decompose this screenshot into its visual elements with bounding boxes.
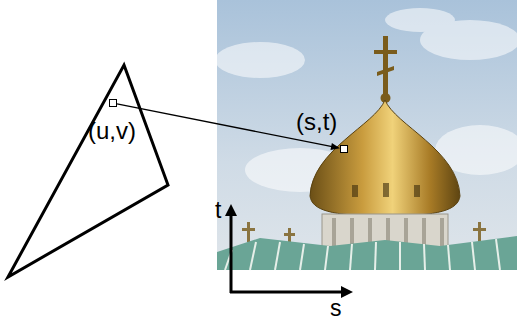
axis-label: s <box>330 297 342 320</box>
axis-arrowhead <box>341 286 353 298</box>
s-axis <box>230 291 343 294</box>
triangle-shape: (u,v) <box>8 65 170 280</box>
axes <box>225 204 353 298</box>
coordinate-label: (s,t) <box>296 109 337 135</box>
point-marker <box>109 99 117 107</box>
t-axis <box>230 214 233 293</box>
axis-arrowhead <box>225 204 237 216</box>
mapping-arrow <box>117 104 340 150</box>
coordinate-label: (u,v) <box>88 118 136 144</box>
arrowhead <box>330 143 340 150</box>
triangle-outline <box>8 65 170 280</box>
cross <box>374 36 397 103</box>
dome-windows <box>352 183 420 197</box>
triangle-outline <box>8 65 168 277</box>
texture-region: (s,t) <box>217 0 517 270</box>
roof-stripes <box>225 239 500 270</box>
point-marker <box>340 145 348 153</box>
axis-label: t <box>215 199 221 222</box>
green-roof <box>217 236 517 270</box>
